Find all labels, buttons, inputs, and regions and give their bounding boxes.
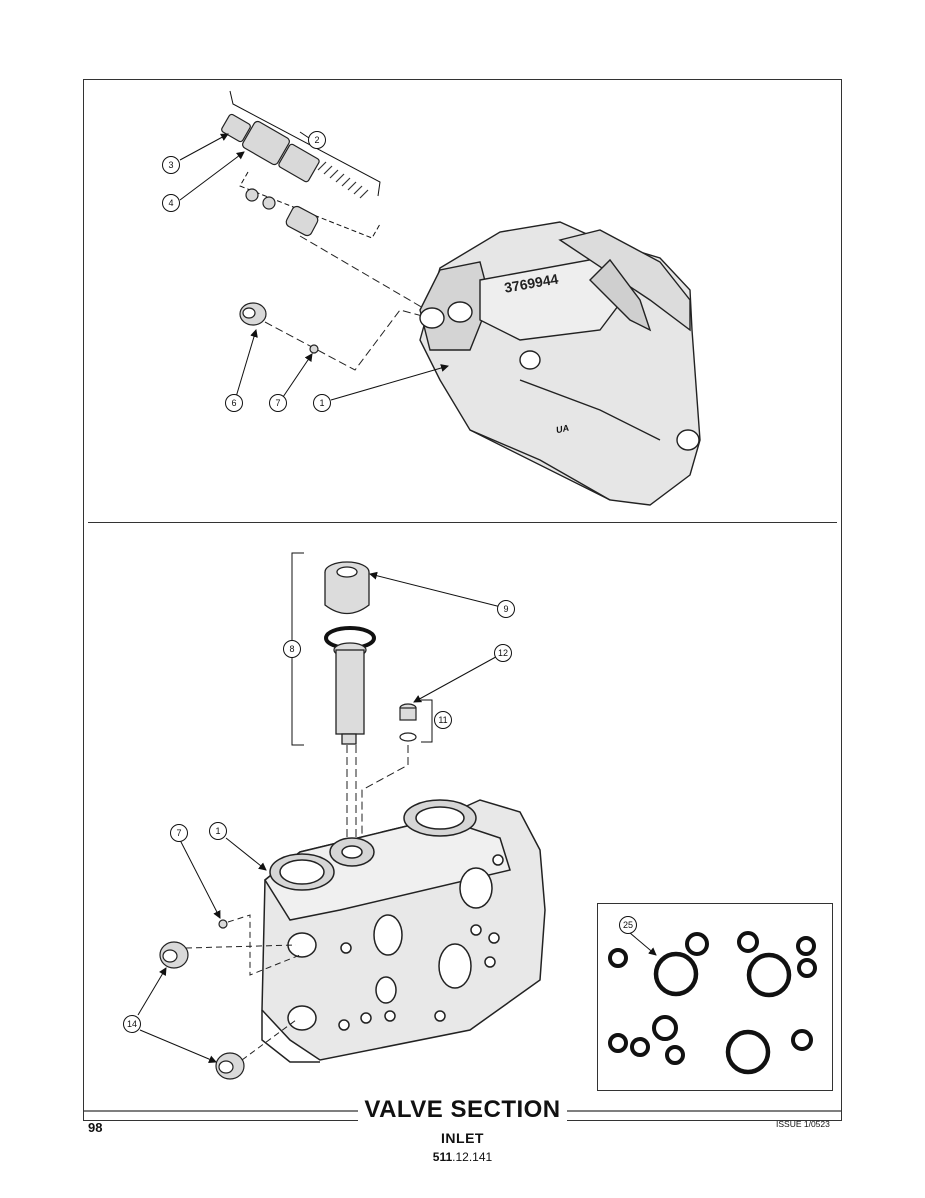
part-number: 511.12.141 (0, 1150, 925, 1164)
valve-block-top (419, 221, 701, 506)
callout-14: 14 (123, 1015, 141, 1033)
part-number-prefix: 511 (432, 1150, 453, 1164)
part-number-suffix: .12.141 (452, 1150, 493, 1164)
callout-1-bottom: 1 (209, 822, 227, 840)
cartridge-8 (324, 561, 376, 745)
top-relief-cartridge (221, 90, 381, 239)
page-number: 98 (88, 1120, 103, 1135)
valve-block-bottom (261, 799, 546, 1063)
callout-9: 9 (497, 600, 515, 618)
issue-label: ISSUE 1/0523 (776, 1119, 830, 1129)
title-wrap: VALVE SECTION (0, 1096, 925, 1124)
callout-2-top: 2 (308, 131, 326, 149)
plugs-14 (159, 919, 245, 1080)
screw-12-and-washer (399, 703, 417, 742)
section-title: VALVE SECTION (358, 1096, 567, 1124)
seal-kit-rings (608, 931, 817, 1075)
callout-25: 25 (619, 916, 637, 934)
panel-divider (88, 522, 837, 523)
callout-12: 12 (494, 644, 512, 662)
plug-and-ball-top (239, 302, 319, 354)
section-subtitle: INLET (441, 1130, 484, 1146)
callout-1-top: 1 (313, 394, 331, 412)
callout-4-top: 4 (162, 194, 180, 212)
callout-7-top: 7 (269, 394, 287, 412)
callout-7-bottom: 7 (170, 824, 188, 842)
seal-kit-box (597, 903, 833, 1091)
callout-11: 11 (434, 711, 452, 729)
callout-8: 8 (283, 640, 301, 658)
callout-6-top: 6 (225, 394, 243, 412)
callout-3-top: 3 (162, 156, 180, 174)
